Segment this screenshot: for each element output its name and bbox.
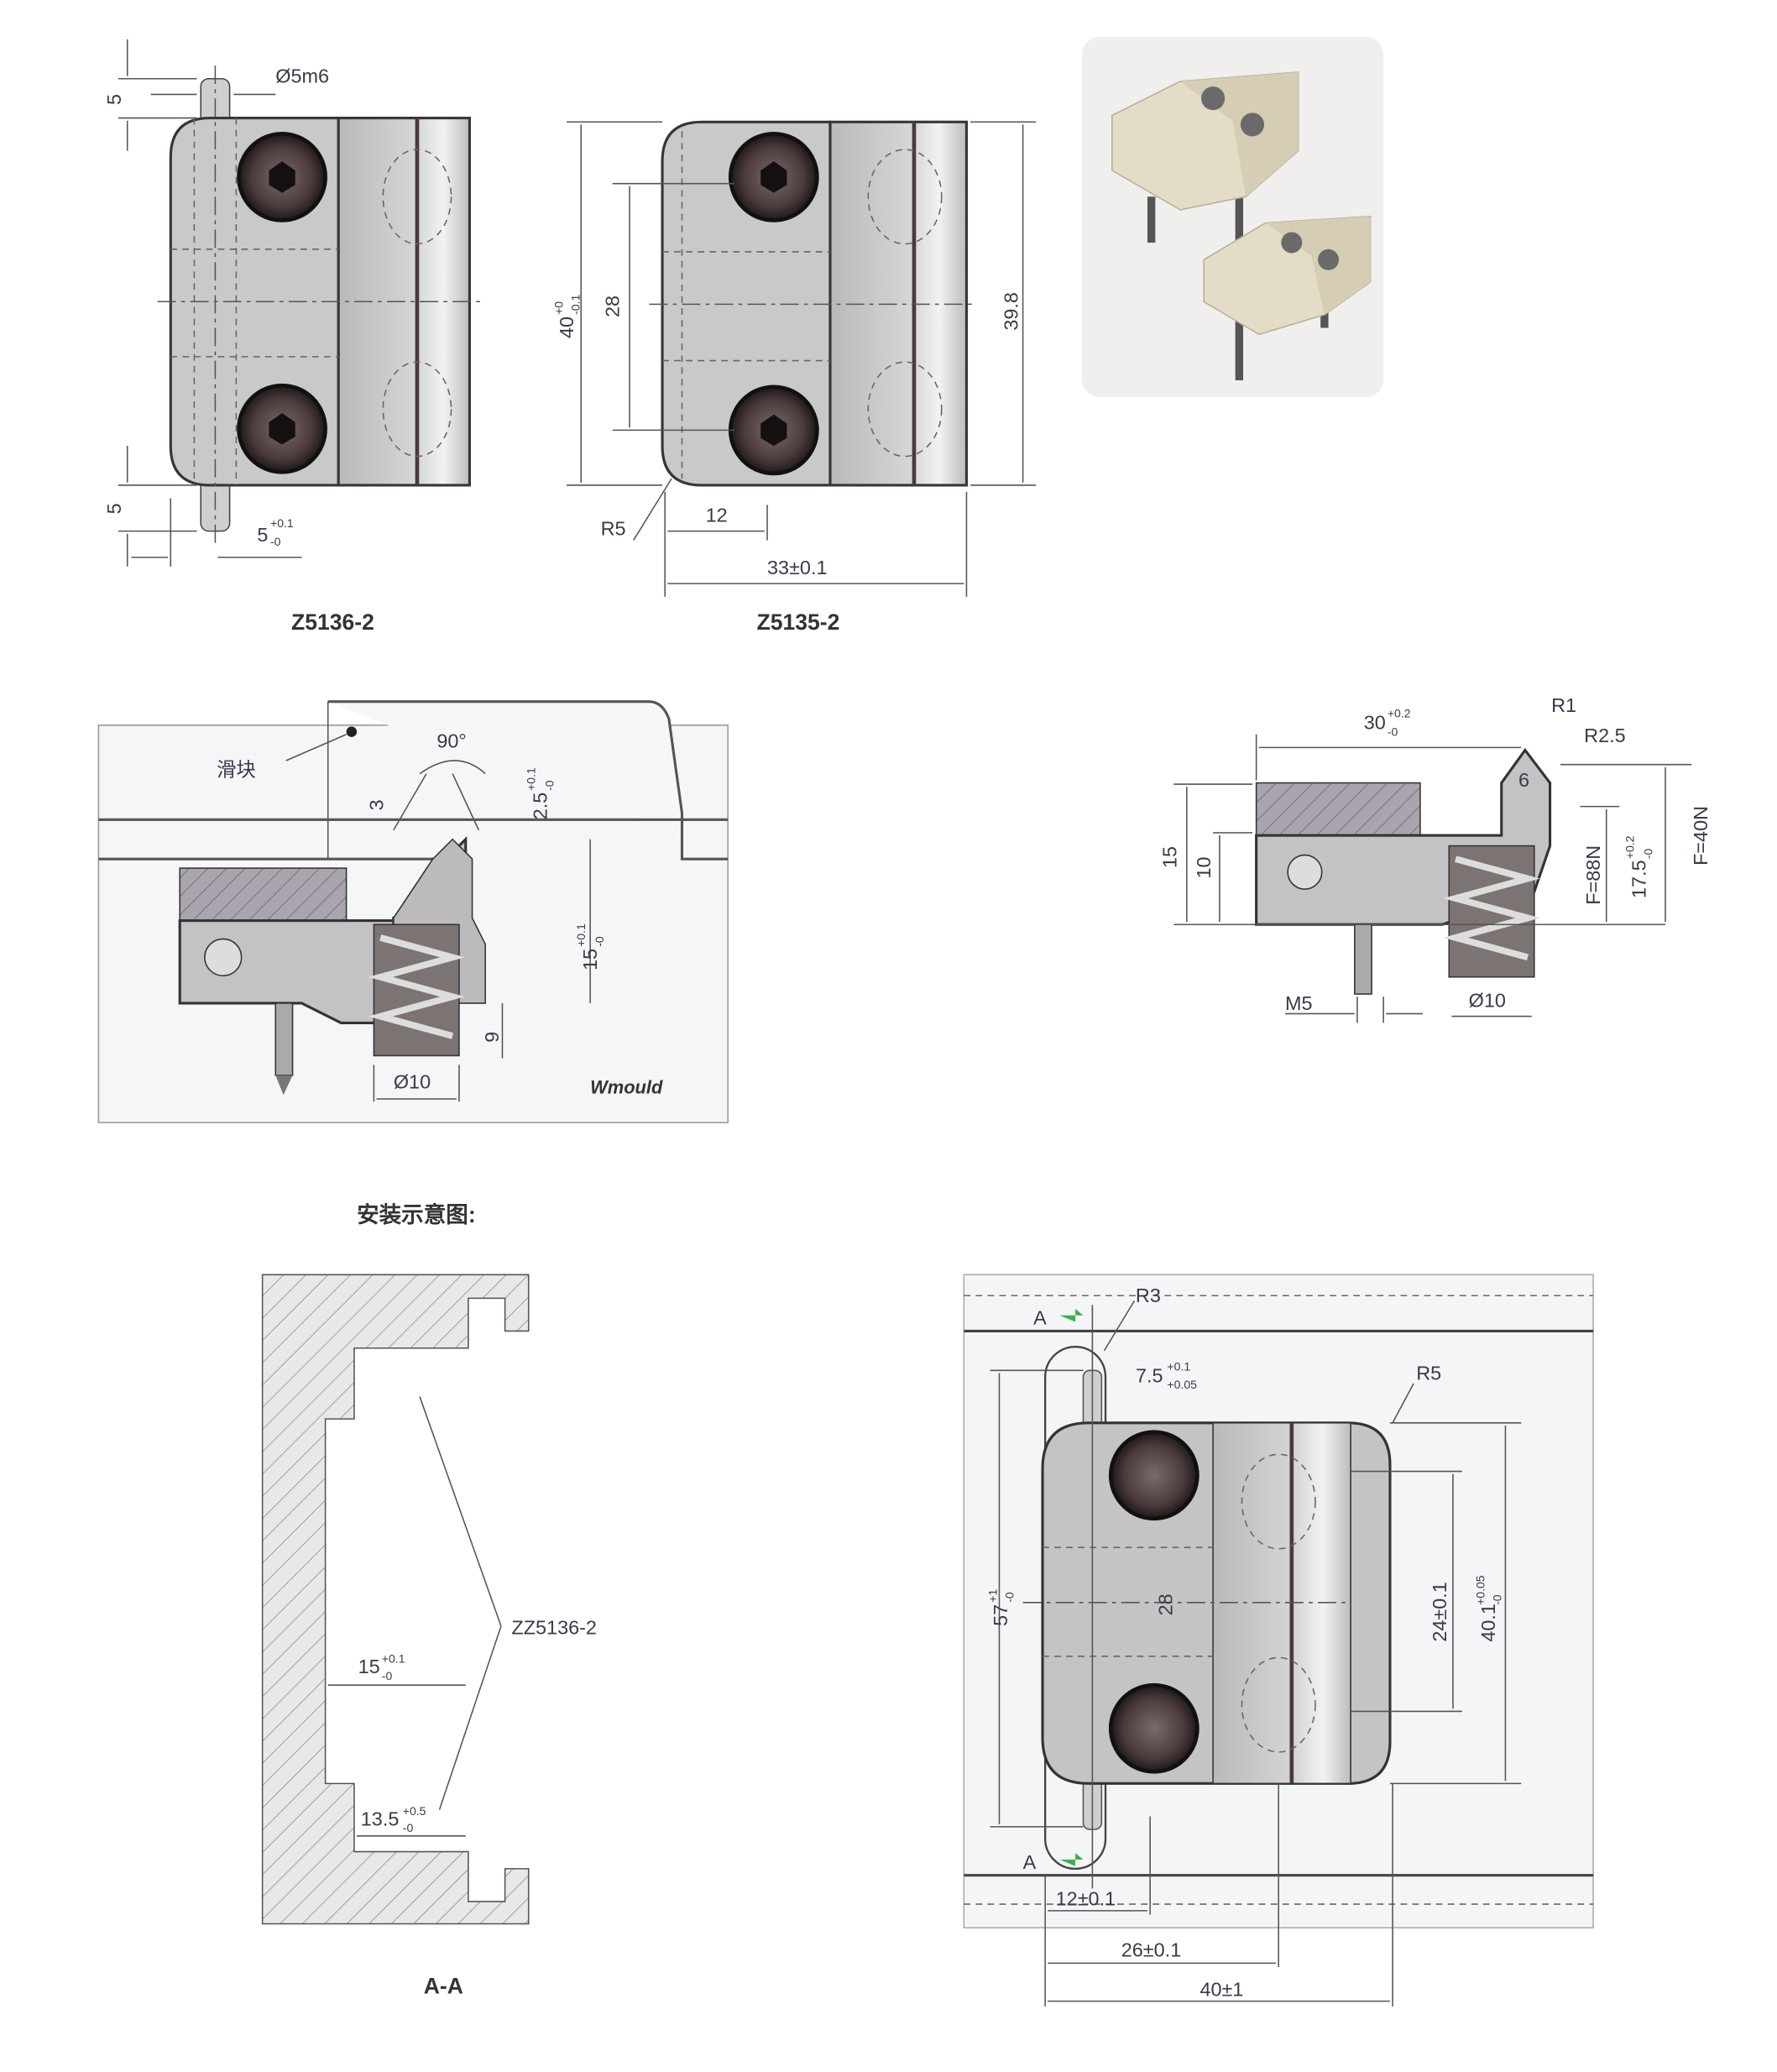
svg-text:40.1: 40.1 [1477, 1604, 1499, 1642]
screw-icon [1108, 1682, 1199, 1774]
svg-text:-0: -0 [593, 936, 606, 947]
spring-depth-label: 9 [481, 1032, 503, 1043]
svg-text:-0: -0 [403, 1821, 414, 1834]
svg-text:+0.2: +0.2 [1388, 706, 1411, 719]
hole-pitch-label: 28 [602, 296, 624, 317]
part-callout: ZZ5136-2 [511, 1616, 597, 1638]
svg-text:40: 40 [556, 317, 578, 338]
product-photo [1081, 36, 1384, 398]
z5135-drawing: 40 +0 -0.1 28 39.8 R5 12 33±0.1 Z5135-2 [551, 120, 1037, 635]
angle-label: 90° [436, 730, 466, 751]
svg-text:+0.1: +0.1 [525, 767, 538, 791]
force-88-label: F=88N [1582, 845, 1604, 905]
dim-26-label: 26±0.1 [1121, 1939, 1181, 1961]
pin-bottom-length: 5 [103, 503, 125, 514]
pin-top-length: 5 [103, 94, 125, 105]
slider-label: 滑块 [217, 759, 256, 781]
part-number-label: Z5135-2 [757, 610, 840, 635]
part-number-label: Z5136-2 [291, 610, 374, 635]
svg-text:+0: +0 [551, 301, 565, 315]
svg-text:+0.1: +0.1 [382, 1652, 405, 1666]
spring-diameter-label: Ø10 [394, 1070, 431, 1092]
slot-width-dim: 7.5 +0.1 +0.05 [1136, 1359, 1197, 1391]
length-57-dim: 57 +1 -0 [985, 1589, 1016, 1626]
thread-label: M5 [1285, 992, 1313, 1014]
r1-label: R1 [1551, 694, 1576, 716]
r5-label: R5 [1416, 1362, 1441, 1384]
width-label: 33±0.1 [767, 557, 827, 578]
length-dim: 30 +0.2 -0 [1364, 706, 1411, 738]
pin-offset-dim: 5 +0.1 -0 [257, 516, 294, 548]
section-mark-top: A [1033, 1307, 1047, 1329]
slider-side-view: 30 +0.2 -0 R1 R2.5 6 15 10 F=88N 17.5 +0… [1158, 694, 1712, 1023]
section-mark-bottom: A [1023, 1851, 1037, 1873]
tip-height-dim: 2.5 +0.1 -0 [525, 767, 557, 819]
svg-text:+0.1: +0.1 [270, 516, 294, 530]
dim-24-label: 24±0.1 [1429, 1582, 1450, 1641]
plan-view-drawing: A A R3 7.5 +0.1 +0.05 R5 57 +1 -0 28 24±… [963, 1274, 1594, 2007]
screw-icon [1108, 1430, 1199, 1521]
height-dim: 40 +0 -0.1 [551, 294, 582, 338]
svg-text:5: 5 [257, 524, 268, 546]
height-175-dim: 17.5 +0.2 -0 [1623, 835, 1655, 898]
section-label: A-A [424, 1973, 463, 1998]
svg-text:+0.1: +0.1 [1167, 1359, 1190, 1373]
svg-text:-0: -0 [1491, 1594, 1504, 1605]
spring-diameter-label: Ø10 [1469, 990, 1506, 1012]
svg-text:+0.5: +0.5 [403, 1804, 426, 1818]
svg-text:30: 30 [1364, 711, 1386, 733]
height-401-dim: 40.1 +0.05 -0 [1473, 1575, 1503, 1641]
svg-text:-0.1: -0.1 [569, 294, 583, 314]
install-section-drawing: 滑块 90° 3 2.5 +0.1 -0 15 +0.1 -0 9 Ø10 Wm… [97, 700, 729, 1123]
svg-text:+0.05: +0.05 [1473, 1575, 1487, 1605]
hinge-right-plate [828, 120, 969, 487]
pitch-28-label: 28 [1155, 1593, 1177, 1615]
svg-text:+0.2: +0.2 [1623, 835, 1637, 859]
svg-text:+1: +1 [985, 1589, 999, 1603]
force-40-label: F=40N [1690, 806, 1712, 866]
hole-offset-label: 12 [706, 505, 728, 526]
pocket-height-dim: 15 +0.1 -0 [574, 924, 606, 971]
svg-text:-0: -0 [382, 1669, 393, 1682]
right-height-label: 39.8 [1000, 292, 1022, 331]
z5136-drawing: Ø5m6 5 5 5 +0.1 -0 Z5136-2 [103, 39, 486, 635]
width-135-dim: 13.5 +0.5 -0 [361, 1804, 426, 1834]
svg-text:-0: -0 [270, 535, 281, 548]
dim-40-label: 40±1 [1199, 1978, 1243, 2000]
svg-text:17.5: 17.5 [1628, 860, 1650, 898]
svg-text:-0: -0 [1003, 1592, 1017, 1603]
svg-text:-0: -0 [1641, 848, 1654, 859]
height-15-label: 15 [1158, 846, 1180, 868]
section-aa-drawing: ZZ5136-2 15 +0.1 -0 13.5 +0.5 -0 A-A [261, 1274, 597, 1998]
svg-text:7.5: 7.5 [1136, 1364, 1163, 1386]
radius-label: R5 [601, 517, 626, 539]
install-title: 安装示意图: [357, 1202, 476, 1227]
r3-label: R3 [1136, 1285, 1161, 1306]
svg-text:2.5: 2.5 [530, 793, 551, 820]
tip-width-label: 6 [1518, 769, 1529, 791]
svg-text:13.5: 13.5 [361, 1808, 400, 1829]
depth-label: 3 [365, 799, 387, 810]
svg-text:-0: -0 [542, 780, 556, 791]
svg-text:+0.05: +0.05 [1167, 1378, 1197, 1391]
brand-logo: Wmould [590, 1077, 663, 1098]
width-15-dim: 15 +0.1 -0 [358, 1652, 405, 1682]
pin-diameter-label: Ø5m6 [275, 65, 329, 86]
svg-text:15: 15 [579, 949, 601, 971]
svg-text:-0: -0 [1388, 725, 1398, 738]
dim-12-label: 12±0.1 [1056, 1888, 1116, 1910]
r25-label: R2.5 [1584, 725, 1625, 746]
svg-text:15: 15 [358, 1656, 380, 1677]
height-10-label: 10 [1193, 856, 1215, 878]
svg-text:57: 57 [990, 1604, 1011, 1626]
svg-text:+0.1: +0.1 [574, 924, 588, 947]
